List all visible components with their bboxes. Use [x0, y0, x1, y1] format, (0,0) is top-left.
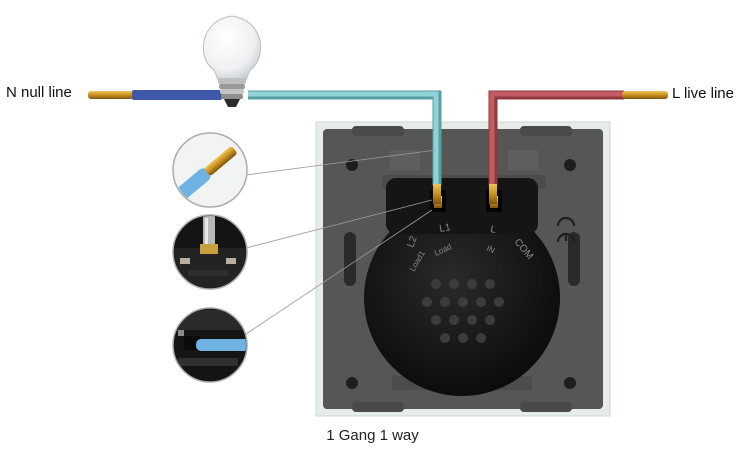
pointer-lines	[245, 149, 437, 335]
mount-hole	[564, 159, 576, 171]
mount-hole	[346, 159, 358, 171]
live-wire	[488, 90, 668, 204]
terminal-in-label: IN	[485, 244, 496, 256]
mount-hole	[346, 377, 358, 389]
side-slot	[568, 232, 580, 286]
terminal-l-label: L	[489, 224, 497, 236]
side-slot	[344, 232, 356, 286]
terminal-l1-label: L1	[439, 222, 452, 235]
ce-mark-icon	[556, 216, 576, 243]
neutral-line-label: N null line	[6, 84, 72, 101]
terminal-l2-label: L2	[405, 234, 419, 249]
neutral-wire	[88, 90, 222, 100]
detail-wire-inserted	[172, 307, 248, 383]
live-line-label: L live line	[672, 85, 734, 102]
detail-screw-terminal	[172, 214, 248, 290]
mount-hole	[564, 377, 576, 389]
switch-module: L2 L1 L COM Load1 Load IN	[364, 178, 560, 396]
detail-stripped-wire	[172, 132, 248, 208]
diagram-caption: 1 Gang 1 way	[326, 427, 419, 444]
load-wire	[248, 90, 442, 204]
vent-holes	[422, 279, 504, 343]
light-bulb-icon	[202, 15, 262, 107]
